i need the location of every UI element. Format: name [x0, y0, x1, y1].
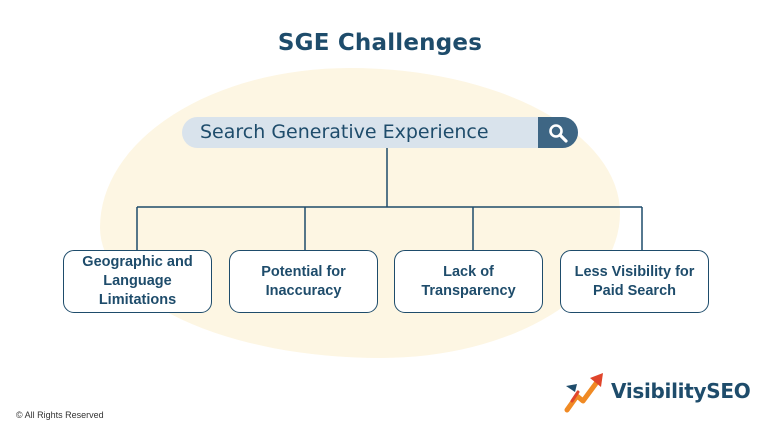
copyright-text: © All Rights Reserved [16, 410, 104, 420]
search-bar: Search Generative Experience [182, 117, 578, 148]
challenge-box-paid-search: Less Visibility for Paid Search [560, 250, 709, 313]
challenge-box-geographic: Geographic and Language Limitations [63, 250, 212, 313]
challenge-label: Potential for Inaccuracy [261, 263, 346, 299]
logo-text: VisibilitySEO [611, 379, 751, 403]
search-icon [549, 124, 568, 143]
visibilityseo-logo: VisibilitySEO [563, 370, 753, 414]
challenge-box-inaccuracy: Potential for Inaccuracy [229, 250, 378, 313]
rising-arrow-icon [564, 373, 603, 413]
diagram-title: SGE Challenges [277, 30, 483, 56]
challenge-label: Less Visibility for Paid Search [574, 263, 695, 299]
challenge-label: Geographic and Language Limitations [82, 254, 193, 308]
challenge-box-transparency: Lack of Transparency [394, 250, 543, 313]
search-bar-text: Search Generative Experience [200, 121, 489, 143]
challenge-label: Lack of Transparency [421, 263, 516, 299]
search-button [538, 117, 578, 148]
